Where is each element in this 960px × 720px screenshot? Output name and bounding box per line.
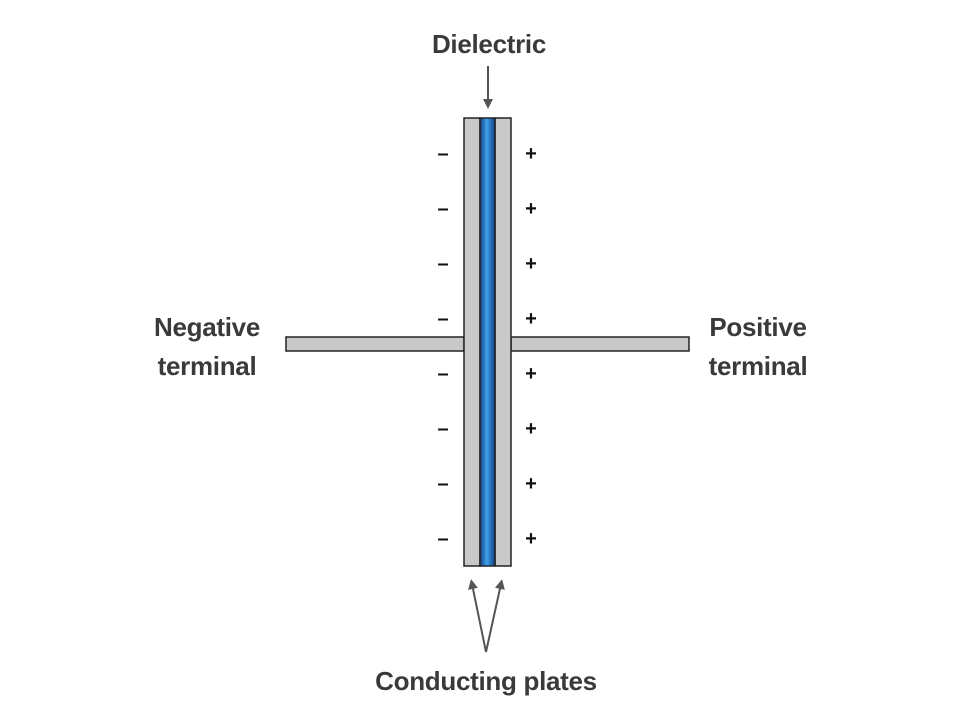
negative-charge-sign: – — [437, 473, 448, 495]
conducting-plates-label: Conducting plates — [375, 666, 597, 696]
dielectric-label: Dielectric — [432, 29, 546, 59]
positive-charge-sign: + — [525, 308, 537, 330]
dielectric-layer — [479, 117, 496, 567]
right-conducting-plate — [494, 117, 512, 567]
left-conducting-plate — [463, 117, 481, 567]
negative-charge-sign: – — [437, 418, 448, 440]
positive-terminal-label-line2: terminal — [709, 351, 808, 381]
negative-charge-sign: – — [437, 528, 448, 550]
negative-charge-sign: – — [437, 308, 448, 330]
conducting-plates-arrow-left — [468, 579, 487, 653]
positive-charge-sign: + — [525, 198, 537, 220]
negative-charge-sign: – — [437, 253, 448, 275]
positive-charge-sign: + — [525, 143, 537, 165]
negative-charge-sign: – — [437, 363, 448, 385]
positive-charge-sign: + — [525, 363, 537, 385]
negative-terminal-lead — [285, 336, 465, 352]
negative-terminal-label-line2: terminal — [158, 351, 257, 381]
positive-terminal-lead — [510, 336, 690, 352]
negative-charges: – – – – – – – – — [437, 143, 448, 550]
positive-charge-sign: + — [525, 253, 537, 275]
positive-terminal-label-line1: Positive — [709, 312, 806, 342]
conducting-plates-arrow-right — [485, 579, 505, 653]
positive-charge-sign: + — [525, 418, 537, 440]
positive-charge-sign: + — [525, 528, 537, 550]
positive-charges: + + + + + + + + — [525, 143, 537, 550]
negative-charge-sign: – — [437, 198, 448, 220]
negative-charge-sign: – — [437, 143, 448, 165]
positive-charge-sign: + — [525, 473, 537, 495]
negative-terminal-label-line1: Negative — [154, 312, 260, 342]
